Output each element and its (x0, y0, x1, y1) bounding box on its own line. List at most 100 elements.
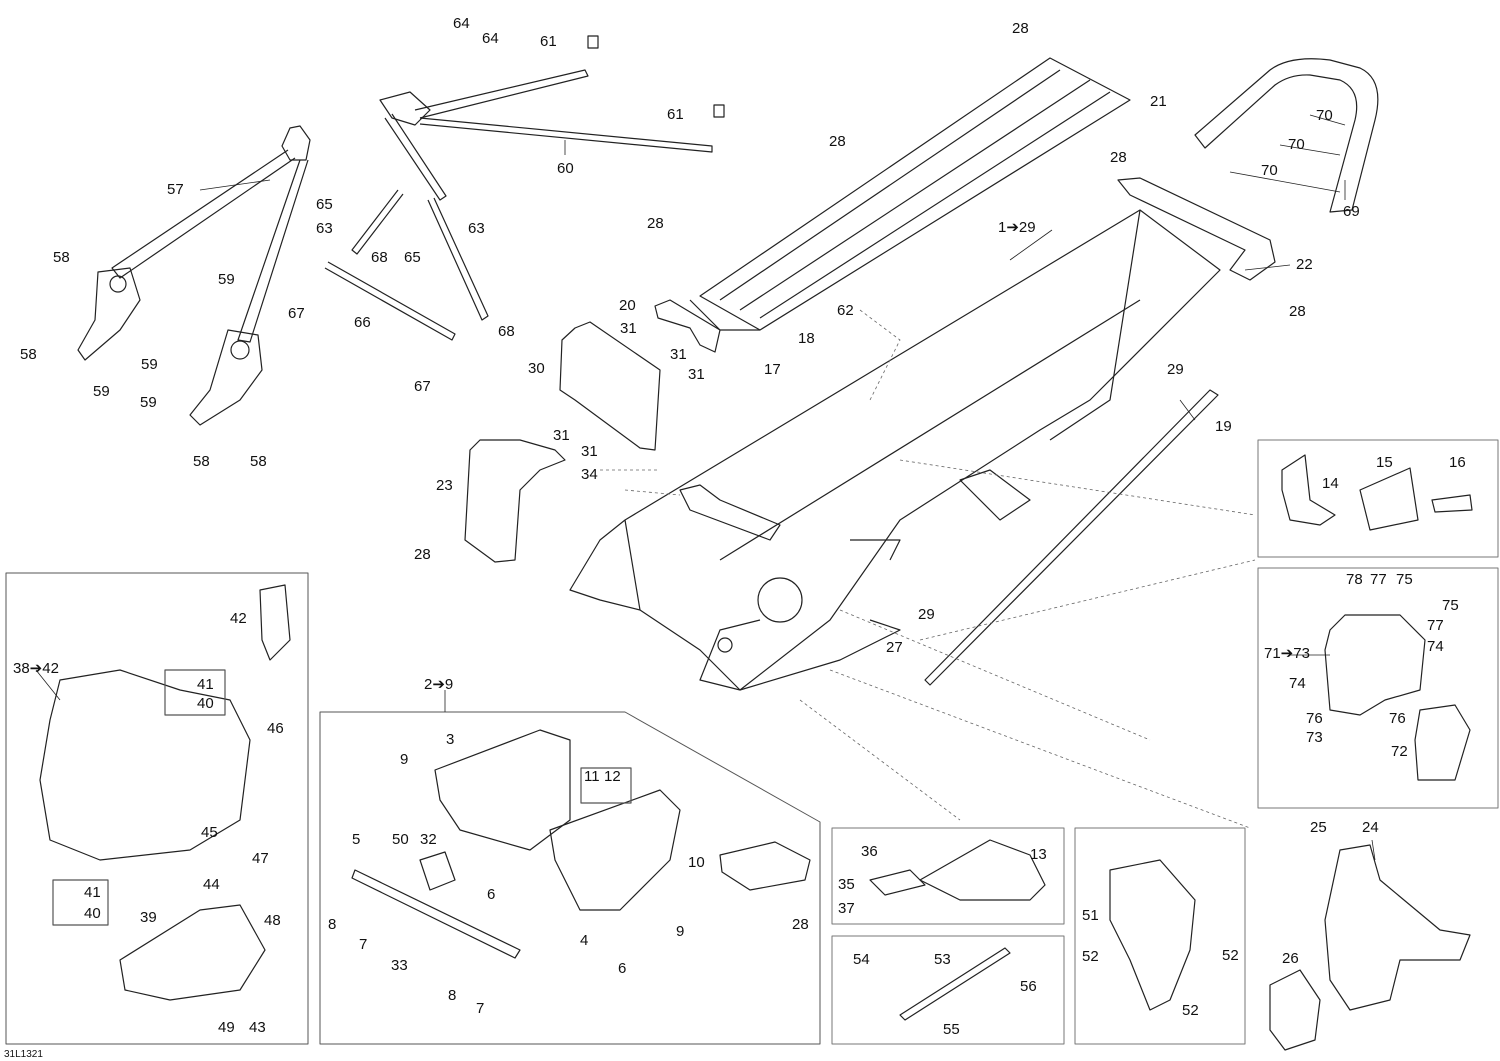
callout-52: 52 (1082, 948, 1099, 965)
callout-6: 6 (618, 960, 627, 977)
callout-24: 24 (1362, 819, 1379, 836)
callout-36: 36 (861, 843, 878, 860)
callout-28: 28 (829, 133, 846, 150)
callout-72: 72 (1391, 743, 1408, 760)
callout-8: 8 (448, 987, 457, 1004)
callout-40: 40 (84, 905, 101, 922)
callout-63: 63 (468, 220, 485, 237)
callout-41: 41 (84, 884, 101, 901)
callout-28: 28 (1012, 20, 1029, 37)
callout-28: 28 (414, 546, 431, 563)
callout-1-29: 1➔29 (998, 219, 1036, 236)
callout-70: 70 (1288, 136, 1305, 153)
callout-31: 31 (581, 443, 598, 460)
callout-14: 14 (1322, 475, 1339, 492)
steering-linkage-part (324, 35, 725, 341)
callout-67: 67 (288, 305, 305, 322)
callout-56: 56 (1020, 978, 1037, 995)
main-tunnel-part (569, 209, 1221, 691)
callout-3: 3 (446, 731, 455, 748)
callout-9: 9 (676, 923, 685, 940)
callout-57: 57 (167, 181, 184, 198)
rear-bumper-part (1194, 58, 1379, 213)
callout-28: 28 (1289, 303, 1306, 320)
callout-11: 11 (584, 768, 600, 785)
callout-2-9: 2➔9 (424, 676, 454, 693)
callout-15: 15 (1376, 454, 1393, 471)
callout-54: 54 (853, 951, 870, 968)
callout-44: 44 (203, 876, 220, 893)
callout-28: 28 (1110, 149, 1127, 166)
callout-27: 27 (886, 639, 903, 656)
a-frame-support-part (77, 125, 311, 426)
callout-71-73: 71➔73 (1264, 645, 1310, 662)
rear-bracket-part (1117, 177, 1276, 281)
callout-5: 5 (352, 831, 361, 848)
callout-67: 67 (414, 378, 431, 395)
callout-76: 76 (1306, 710, 1323, 727)
callout-74: 74 (1289, 675, 1306, 692)
callout-75: 75 (1442, 597, 1459, 614)
callout-30: 30 (528, 360, 545, 377)
callout-61: 61 (540, 33, 557, 50)
rail-21-part (689, 57, 1131, 331)
callout-62: 62 (837, 302, 854, 319)
callout-37: 37 (838, 900, 855, 917)
callout-28: 28 (647, 215, 664, 232)
callout-17: 17 (764, 361, 781, 378)
callout-40: 40 (197, 695, 214, 712)
callout-38-42: 38➔42 (13, 660, 59, 677)
callout-65: 65 (404, 249, 421, 266)
callout-41: 41 (197, 676, 214, 693)
radiator-20-part (654, 299, 721, 353)
callout-6: 6 (487, 886, 496, 903)
callout-42: 42 (230, 610, 247, 627)
callout-4: 4 (580, 932, 589, 949)
callout-22: 22 (1296, 256, 1313, 273)
callout-49: 49 (218, 1019, 235, 1036)
callout-51: 51 (1082, 907, 1099, 924)
callout-45: 45 (201, 824, 218, 841)
callout-75: 75 (1396, 571, 1413, 588)
callout-65: 65 (316, 196, 333, 213)
callout-29: 29 (918, 606, 935, 623)
callout-7: 7 (359, 936, 368, 953)
callout-66: 66 (354, 314, 371, 331)
callout-55: 55 (943, 1021, 960, 1038)
callout-58: 58 (193, 453, 210, 470)
callout-35: 35 (838, 876, 855, 893)
callout-26: 26 (1282, 950, 1299, 967)
callout-74: 74 (1427, 638, 1444, 655)
callout-76: 76 (1389, 710, 1406, 727)
callout-64: 64 (453, 15, 470, 32)
callout-63: 63 (316, 220, 333, 237)
callout-59: 59 (218, 271, 235, 288)
callout-59: 59 (140, 394, 157, 411)
callout-39: 39 (140, 909, 157, 926)
callout-59: 59 (141, 356, 158, 373)
callout-31: 31 (553, 427, 570, 444)
callout-9: 9 (400, 751, 409, 768)
callout-68: 68 (498, 323, 515, 340)
side-rail-19-part (924, 389, 1219, 686)
callout-25: 25 (1310, 819, 1327, 836)
callout-13: 13 (1030, 846, 1047, 863)
callout-31: 31 (620, 320, 637, 337)
callout-19: 19 (1215, 418, 1232, 435)
callout-34: 34 (581, 466, 598, 483)
callout-52: 52 (1222, 947, 1239, 964)
callout-58: 58 (53, 249, 70, 266)
callout-48: 48 (264, 912, 281, 929)
callout-70: 70 (1261, 162, 1278, 179)
callout-21: 21 (1150, 93, 1167, 110)
callout-33: 33 (391, 957, 408, 974)
callout-53: 53 (934, 951, 951, 968)
callout-10: 10 (688, 854, 705, 871)
callout-64: 64 (482, 30, 499, 47)
callout-52: 52 (1182, 1002, 1199, 1019)
callout-7: 7 (476, 1000, 485, 1017)
callout-47: 47 (252, 850, 269, 867)
heat-exchanger-part (559, 321, 661, 451)
callout-58: 58 (20, 346, 37, 363)
